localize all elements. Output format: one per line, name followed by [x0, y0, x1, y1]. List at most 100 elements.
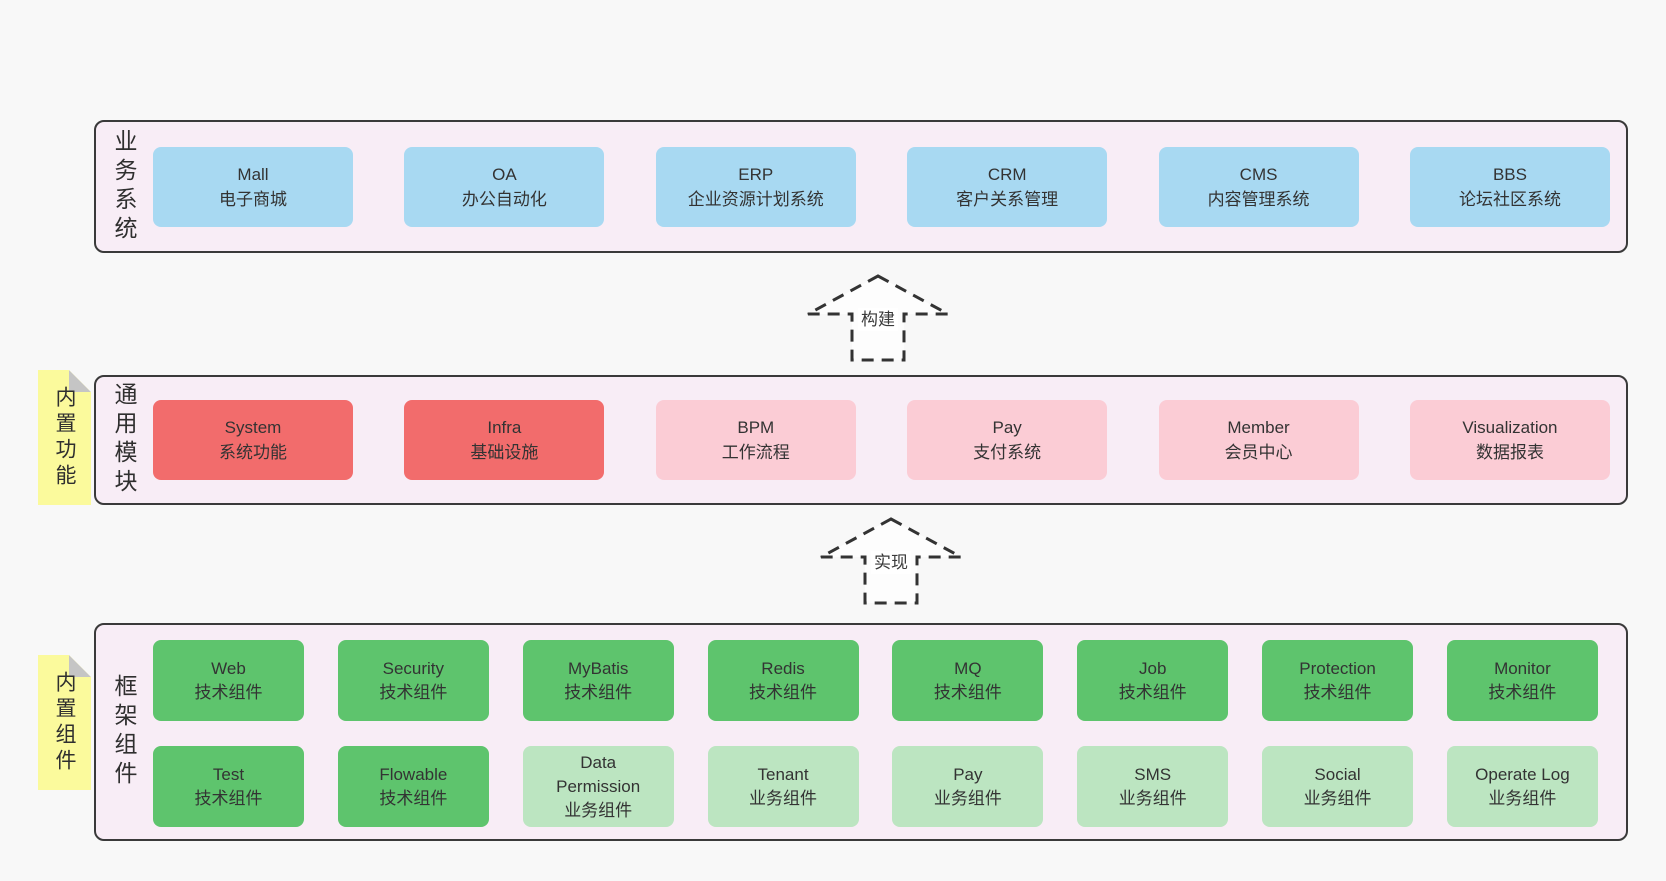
- box-name: ERP: [738, 164, 774, 184]
- box-infra: Infra 基础设施: [404, 400, 605, 480]
- box-data-permission: Data Permission 业务组件: [522, 746, 674, 827]
- box-name: Tenant: [757, 764, 809, 784]
- box-test: Test 技术组件: [153, 746, 304, 827]
- box-subtitle: 论坛社区系统: [1458, 189, 1561, 209]
- box-subtitle: 技术组件: [194, 682, 263, 702]
- arrow-implement: 实现: [811, 515, 971, 607]
- box-subtitle: 技术组件: [379, 682, 448, 702]
- box-crm: CRM 客户关系管理: [907, 146, 1108, 227]
- band-common-modules: 通用模块 System 系统功能 Infra 基础设施 BPM 工作流程 Pay…: [94, 375, 1628, 505]
- box-name: Redis: [761, 658, 805, 678]
- sticky-note-label: 内置组件: [53, 670, 76, 775]
- arrow-build-label: 构建: [858, 308, 898, 331]
- box-subtitle: 业务组件: [1488, 788, 1557, 808]
- box-name: CRM: [987, 164, 1027, 184]
- box-bpm: BPM 工作流程: [655, 400, 856, 480]
- box-redis: Redis 技术组件: [707, 640, 859, 721]
- band-framework-components: 框架组件 Web 技术组件 Security 技术组件 MyBatis 技术组件…: [94, 623, 1628, 841]
- box-security: Security 技术组件: [337, 640, 489, 721]
- box-oa: OA 办公自动化: [404, 146, 605, 227]
- box-operate-log: Operate Log 业务组件: [1446, 746, 1598, 827]
- box-name: MQ: [954, 658, 982, 678]
- band-business-systems: 业务系统 Mall 电子商城 OA 办公自动化 ERP 企业资源计划系统 CRM…: [94, 120, 1628, 253]
- box-job: Job 技术组件: [1077, 640, 1229, 721]
- band-common-modules-label: 通用模块: [111, 382, 137, 498]
- sticky-note-builtin-features: 内置功能: [38, 370, 91, 505]
- box-name: Visualization: [1462, 418, 1558, 437]
- box-subtitle: 数据报表: [1475, 443, 1544, 462]
- box-name: Test: [212, 764, 245, 784]
- box-name: Job: [1139, 658, 1167, 678]
- box-subtitle: 基础设施: [470, 443, 539, 462]
- sticky-note-label: 内置功能: [53, 385, 76, 490]
- box-name: Flowable: [379, 764, 448, 784]
- box-mybatis: MyBatis 技术组件: [522, 640, 674, 721]
- framework-box-row-2: Test 技术组件 Flowable 技术组件 Data Permission …: [153, 746, 1598, 827]
- box-subtitle: 技术组件: [1488, 682, 1557, 702]
- box-subtitle: 电子商城: [219, 189, 287, 209]
- box-subtitle: 企业资源计划系统: [687, 189, 824, 209]
- box-name: Member: [1227, 418, 1290, 437]
- box-subtitle: 支付系统: [973, 443, 1042, 462]
- box-pay-business: Pay 业务组件: [892, 746, 1044, 827]
- box-subtitle: 办公自动化: [461, 189, 547, 209]
- modules-box-row: System 系统功能 Infra 基础设施 BPM 工作流程 Pay 支付系统…: [153, 377, 1610, 503]
- box-name: Social: [1314, 764, 1361, 784]
- band-framework-components-label: 框架组件: [111, 674, 137, 790]
- box-sms: SMS 业务组件: [1077, 746, 1229, 827]
- box-subtitle: 会员中心: [1224, 443, 1293, 462]
- box-name: Operate Log: [1475, 764, 1570, 784]
- box-name: Mall: [237, 164, 269, 184]
- box-flowable: Flowable 技术组件: [337, 746, 489, 827]
- box-name: Infra: [487, 418, 522, 437]
- band-business-systems-label: 业务系统: [111, 128, 137, 245]
- box-subtitle: 技术组件: [1303, 682, 1372, 702]
- box-subtitle: 技术组件: [194, 788, 263, 808]
- business-box-row: Mall 电子商城 OA 办公自动化 ERP 企业资源计划系统 CRM 客户关系…: [153, 122, 1610, 251]
- box-name: Pay: [953, 764, 983, 784]
- box-subtitle: 业务组件: [1303, 788, 1372, 808]
- box-member: Member 会员中心: [1158, 400, 1359, 480]
- box-subtitle: 内容管理系统: [1207, 189, 1310, 209]
- box-mq: MQ 技术组件: [892, 640, 1044, 721]
- box-name: BBS: [1492, 164, 1527, 184]
- box-bbs: BBS 论坛社区系统: [1409, 146, 1610, 227]
- box-pay: Pay 支付系统: [907, 400, 1108, 480]
- box-name: Security: [382, 658, 445, 678]
- box-subtitle: 客户关系管理: [956, 189, 1059, 209]
- box-name: MyBatis: [567, 658, 629, 678]
- box-protection: Protection 技术组件: [1262, 640, 1414, 721]
- box-cms: CMS 内容管理系统: [1158, 146, 1359, 227]
- box-subtitle: 技术组件: [379, 788, 448, 808]
- box-subtitle: 技术组件: [933, 682, 1002, 702]
- box-web: Web 技术组件: [153, 640, 304, 721]
- box-name: BPM: [737, 418, 775, 437]
- box-name: SMS: [1134, 764, 1172, 784]
- box-name: Web: [211, 658, 246, 678]
- box-subtitle: 业务组件: [933, 788, 1002, 808]
- box-name: Data Permission: [556, 752, 641, 796]
- box-name: Monitor: [1494, 658, 1551, 678]
- box-name: CMS: [1239, 164, 1278, 184]
- box-system: System 系统功能: [153, 400, 353, 480]
- box-subtitle: 业务组件: [564, 800, 633, 820]
- box-social: Social 业务组件: [1262, 746, 1414, 827]
- box-subtitle: 业务组件: [749, 788, 818, 808]
- box-subtitle: 技术组件: [564, 682, 633, 702]
- box-erp: ERP 企业资源计划系统: [655, 146, 856, 227]
- box-name: System: [224, 418, 282, 437]
- box-monitor: Monitor 技术组件: [1446, 640, 1598, 721]
- arrow-implement-label: 实现: [871, 551, 911, 574]
- box-tenant: Tenant 业务组件: [707, 746, 859, 827]
- box-name: OA: [492, 164, 517, 184]
- box-subtitle: 技术组件: [1118, 682, 1187, 702]
- sticky-note-builtin-components: 内置组件: [38, 655, 91, 790]
- box-name: Protection: [1299, 658, 1376, 678]
- framework-box-row-1: Web 技术组件 Security 技术组件 MyBatis 技术组件 Redi…: [153, 640, 1598, 721]
- box-mall: Mall 电子商城: [153, 146, 353, 227]
- box-subtitle: 系统功能: [219, 443, 287, 462]
- arrow-build: 构建: [798, 272, 958, 364]
- box-visualization: Visualization 数据报表: [1409, 400, 1610, 480]
- box-subtitle: 工作流程: [721, 443, 790, 462]
